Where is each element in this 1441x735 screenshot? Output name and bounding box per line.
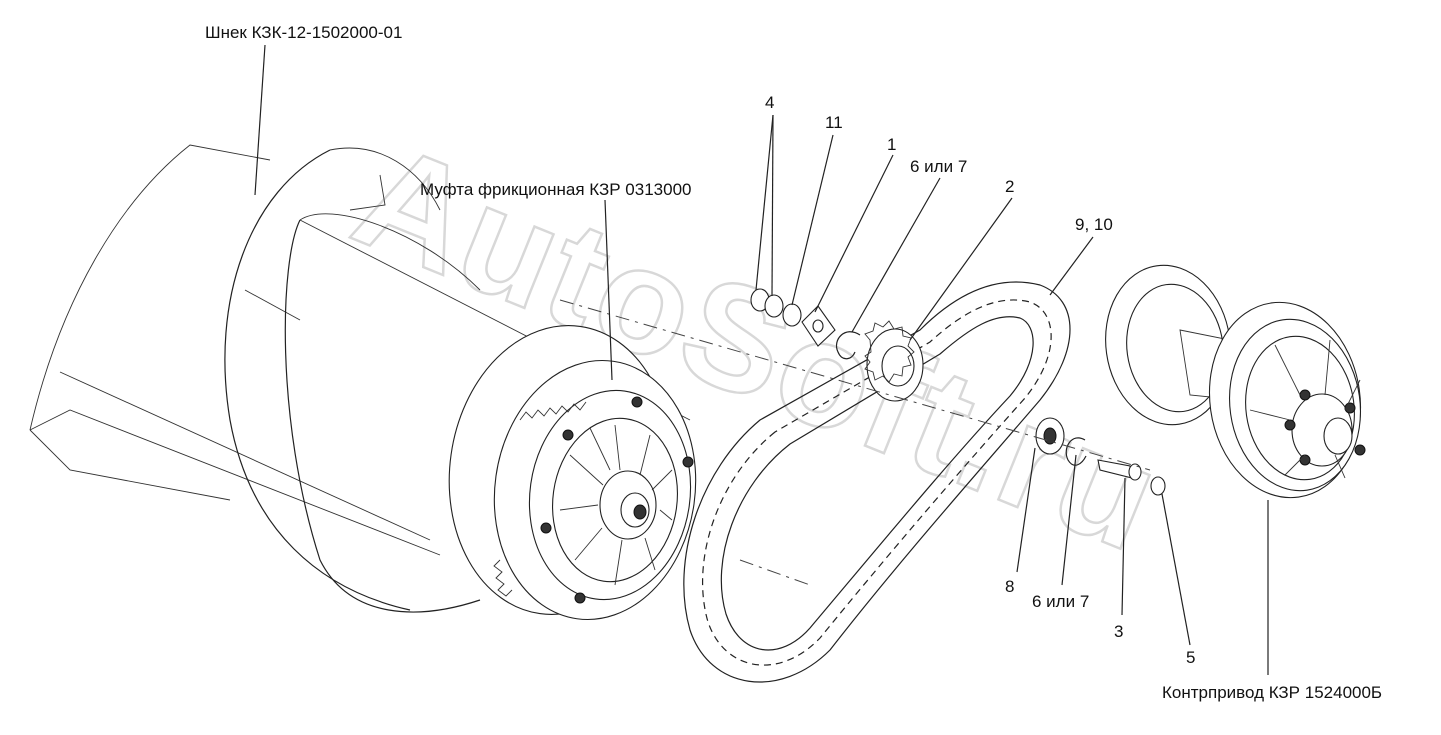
callout-3: 3 [1114, 622, 1123, 641]
callout-4: 4 [765, 93, 774, 112]
friction-clutch-drawing [448, 325, 697, 621]
callout-6-or-7-top: 6 или 7 [910, 157, 967, 176]
chain-drawing [683, 281, 1071, 683]
label-counter-drive: Контрпривод КЗР 1524000Б [1162, 683, 1382, 702]
callout-9-10: 9, 10 [1075, 215, 1113, 234]
leader-lines [254, 44, 1269, 675]
counter-drive-drawing [1105, 264, 1366, 499]
callout-11: 11 [825, 113, 843, 132]
callout-2: 2 [1005, 177, 1014, 196]
callout-labels: Шнек КЗК-12-1502000-01 Муфта фрикционная… [205, 23, 1382, 702]
callout-5: 5 [1186, 648, 1195, 667]
label-friction-clutch: Муфта фрикционная КЗР 0313000 [420, 180, 692, 199]
callout-6-or-7-bottom: 6 или 7 [1032, 592, 1089, 611]
callout-8: 8 [1005, 577, 1014, 596]
centerlines [559, 299, 1151, 586]
small-parts-drawing [750, 288, 1166, 496]
label-auger: Шнек КЗК-12-1502000-01 [205, 23, 402, 42]
callout-1: 1 [887, 135, 896, 154]
